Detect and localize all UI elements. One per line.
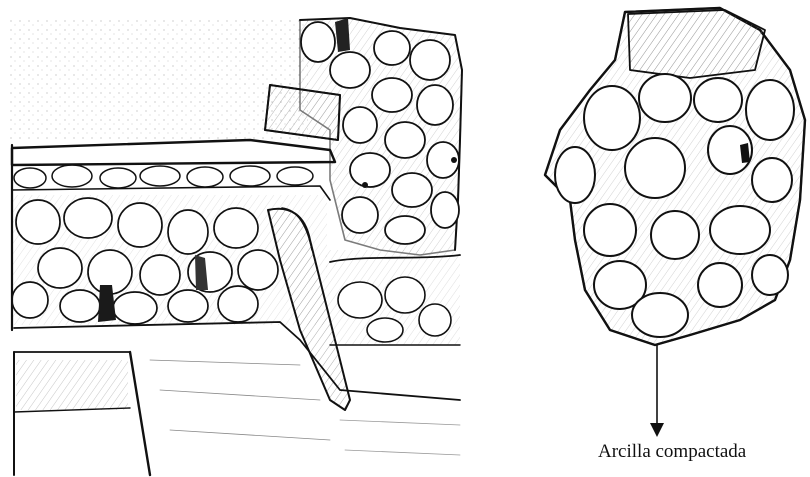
lower-right-rubble (325, 250, 460, 345)
clay-specimen (545, 8, 805, 345)
annotation-arrow (650, 345, 664, 437)
stepped-cap (265, 85, 340, 140)
top-course (12, 140, 335, 200)
wall-section-sketch (8, 18, 462, 475)
arcilla-compactada-label: Arcilla compactada (598, 441, 746, 463)
